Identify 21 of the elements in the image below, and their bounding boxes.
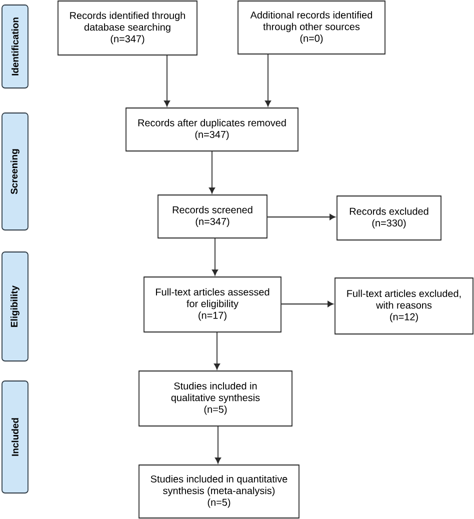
arrow <box>281 300 334 308</box>
arrow <box>208 151 216 194</box>
arrow <box>212 238 218 276</box>
stage-band: Included <box>2 380 28 494</box>
process-box: Studies included in qualitative synthesis (n=5) <box>138 370 292 426</box>
stage-band: Screening <box>2 112 28 230</box>
arrow <box>164 55 170 107</box>
process-box: Full-text articles excluded, with reasons (n=12) <box>334 278 474 334</box>
arrow <box>214 332 220 370</box>
arrow <box>264 54 272 107</box>
arrow <box>214 426 222 464</box>
process-box: Records excluded (n=330) <box>336 196 442 240</box>
stage-band: Eligibility <box>2 252 28 362</box>
process-box: Full-text articles assessed for eligibility (n=17) <box>144 276 282 332</box>
process-box: Records screened (n=347) <box>158 194 268 238</box>
process-box: Studies included in quantitative synthesis (meta-analysis) (n=5) <box>138 464 300 518</box>
process-box: Additional records identified through other sources (n=0) <box>238 0 386 54</box>
arrow <box>267 214 336 220</box>
process-box: Records after duplicates removed (n=347) <box>126 108 298 152</box>
process-box: Records identified through database searching (n=347) <box>58 0 198 56</box>
stage-band: Identification <box>2 4 28 88</box>
